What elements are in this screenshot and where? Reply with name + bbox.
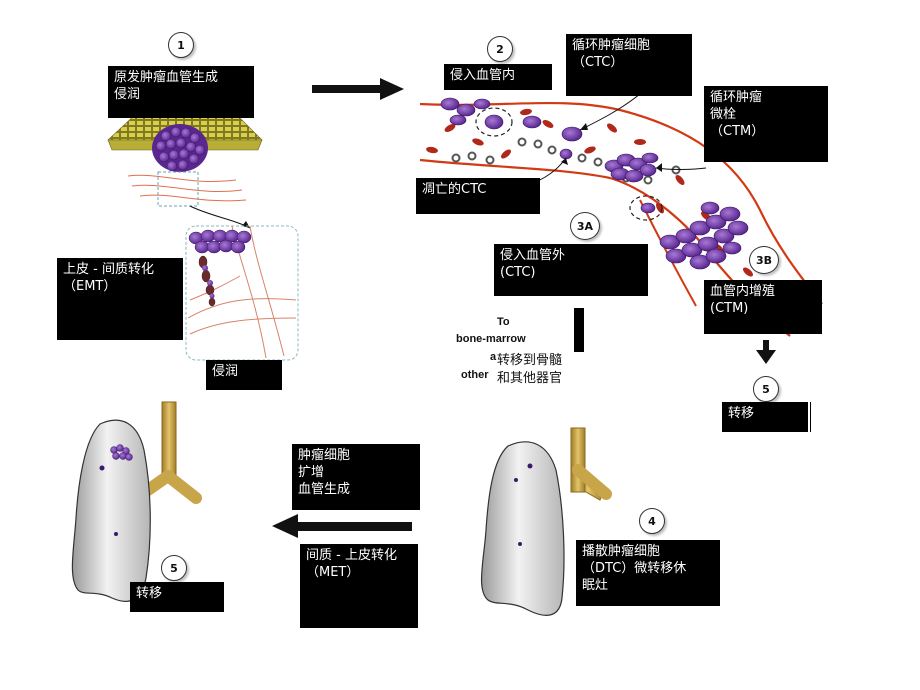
label-dtc: 播散肿瘤细胞 （DTC）微转移休 眠灶 — [576, 540, 720, 606]
label-extravasation: 侵入血管外 (CTC) — [494, 244, 648, 296]
label-invasion: 侵润 — [206, 360, 282, 390]
text-a: a — [490, 351, 497, 363]
step-5-marker-right: 5 — [753, 376, 779, 402]
step-5-marker-left: 5 — [161, 555, 187, 581]
text-other: other — [461, 369, 489, 381]
primary-tumor-graphic — [107, 111, 263, 229]
arrow-left — [272, 514, 412, 538]
lung-left-graphic — [71, 401, 202, 602]
text-to: To — [497, 316, 510, 328]
label-apoptotic-ctc: 凋亡的CTC — [416, 178, 540, 214]
label-intravasation: 侵入血管内 — [444, 64, 552, 90]
text-bone-marrow: bone-marrow — [456, 333, 526, 345]
vessel-tumor-cells — [440, 97, 749, 270]
label-tumor-expansion: 肿瘤细胞 扩增 血管生成 — [292, 444, 420, 510]
step-1-marker: 1 — [168, 32, 194, 58]
emt-inset-graphic — [185, 225, 299, 361]
arrow-down — [756, 340, 776, 364]
label-met: 间质 - 上皮转化 （MET） — [300, 544, 418, 628]
label-ctc: 循环肿瘤细胞 （CTC） — [566, 34, 692, 96]
label-intravascular-growth: 血管内增殖 (CTM) — [704, 280, 822, 334]
label-primary-tumor: 原发肿瘤血管生成 侵润 — [108, 66, 254, 118]
label-metastasis-bottom: 转移 — [130, 582, 224, 612]
dashed-circles — [475, 107, 663, 221]
step-3b-marker: 3B — [749, 246, 779, 274]
lung-right-graphic — [480, 427, 612, 616]
step-4-marker: 4 — [639, 508, 665, 534]
arrow-right — [312, 78, 404, 100]
step-2-marker: 2 — [487, 36, 513, 62]
label-emt: 上皮 - 间质转化 （EMT） — [57, 258, 183, 340]
label-ctm: 循环肿瘤 微栓 （CTM） — [704, 86, 828, 162]
label-bone-marrow-cn: 转移到骨髓 和其他器官 — [497, 352, 589, 388]
step-3a-marker: 3A — [570, 212, 600, 240]
label-metastasis-top: 转移 — [722, 402, 810, 432]
